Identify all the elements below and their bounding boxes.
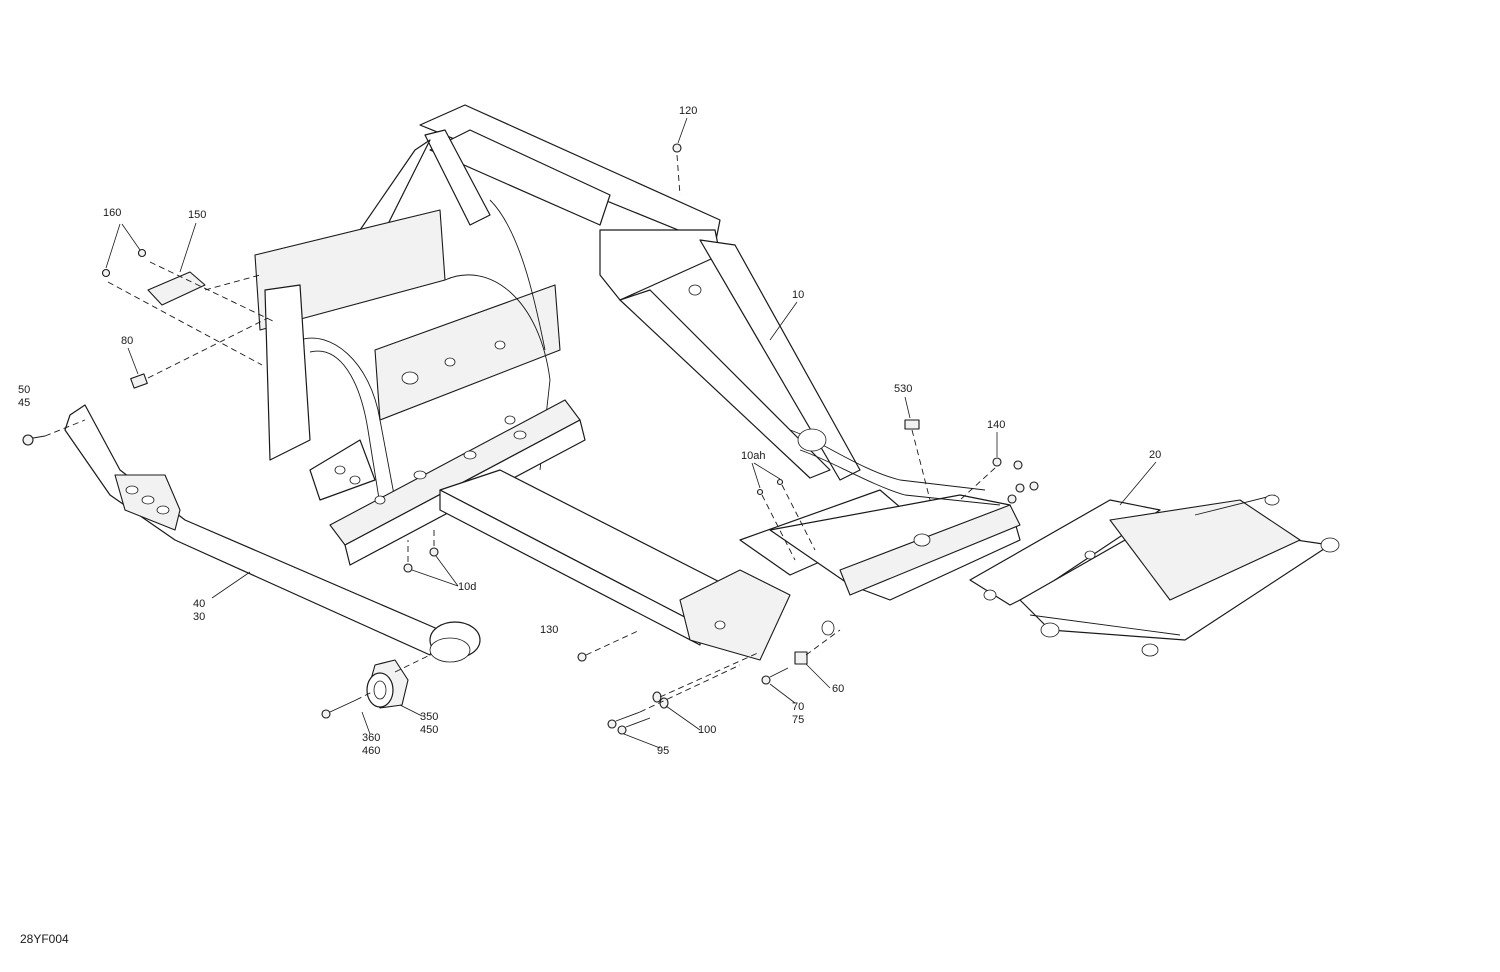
callout-100: 100 [698,724,717,736]
bolt-50 [22,434,46,446]
rear-subframe [969,494,1340,657]
callout-530: 530 [894,383,913,395]
callout-40-30: 40 30 [193,598,206,623]
bracket-150 [147,271,206,306]
callout-130: 130 [540,624,559,636]
main-frame [254,104,1021,661]
clip-80 [130,373,148,389]
nut-120 [672,143,682,153]
front-bumper-tube [64,404,481,663]
nuts-10d [403,547,439,573]
bushing-350 [366,659,409,709]
nuts-140 [992,457,1039,504]
callout-10d: 10d [458,581,477,593]
callout-60: 60 [832,683,845,695]
clip-530 [904,419,920,430]
callout-80: 80 [121,335,134,347]
callout-10: 10 [792,289,805,301]
nut-160 [101,248,147,278]
callout-10ah: 10ah [741,450,766,462]
figure-id: 28YF004 [20,932,69,946]
washers-100 [652,691,669,709]
callout-50-45: 50 45 [18,384,31,409]
clips-10ah [756,478,784,496]
callout-leaders [105,117,1157,749]
bolt-70 [761,667,789,685]
assembly-lines [44,154,996,713]
bolt-360 [321,699,357,719]
bolts-95 [607,711,651,735]
callout-95: 95 [657,745,670,757]
nut-130 [577,652,587,662]
callout-360-460: 360 460 [362,732,381,757]
clip-60 [794,651,808,665]
callout-160: 160 [103,207,122,219]
callout-20: 20 [1149,449,1162,461]
callout-140: 140 [987,419,1006,431]
callout-350-450: 350 450 [420,711,439,736]
callout-120: 120 [679,105,698,117]
callout-70-75: 70 75 [792,701,805,726]
callout-150: 150 [188,209,207,221]
